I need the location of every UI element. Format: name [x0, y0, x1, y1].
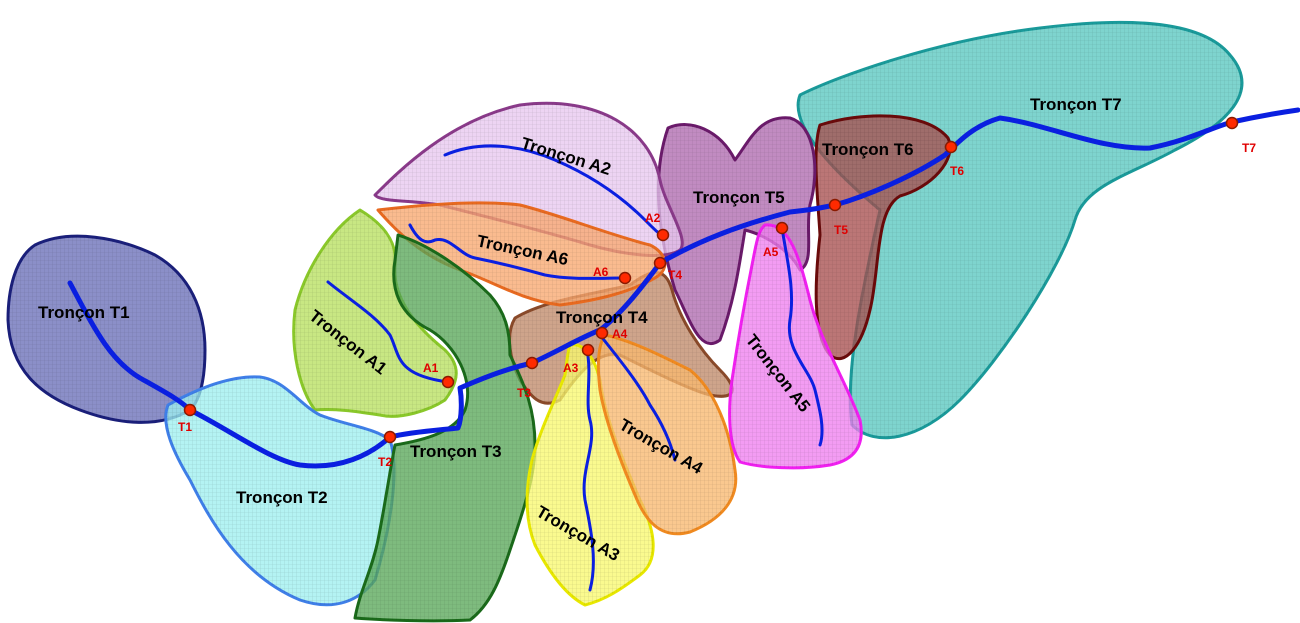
river-A1: [326, 280, 450, 384]
main-river: [67, 107, 1300, 469]
node-A1[interactable]: [441, 375, 455, 389]
zone-A5[interactable]: [728, 223, 863, 470]
river-A2: [443, 144, 665, 237]
point-label-T4: T4: [668, 268, 682, 282]
zone-T1[interactable]: [6, 234, 207, 424]
point-label-T2: T2: [378, 455, 392, 469]
point-label-T7: T7: [1242, 141, 1256, 155]
node-T2[interactable]: [383, 430, 397, 444]
point-label-T6: T6: [950, 164, 964, 178]
node-T1[interactable]: [183, 403, 197, 417]
node-T7[interactable]: [1225, 116, 1239, 130]
point-label-T1: T1: [178, 420, 192, 434]
node-A5[interactable]: [775, 221, 789, 235]
zone-A2[interactable]: [373, 101, 684, 257]
river-A3: [582, 348, 595, 592]
point-label-A2: A2: [645, 211, 661, 225]
river-A5: [780, 226, 824, 447]
zone-label-T2: Tronçon T2: [236, 488, 328, 507]
node-A4[interactable]: [595, 326, 609, 340]
zone-A3[interactable]: [525, 343, 655, 607]
node-A2[interactable]: [656, 228, 670, 242]
node-A6[interactable]: [618, 271, 632, 285]
river-A4: [598, 333, 677, 462]
river-network: [67, 107, 1300, 592]
zone-T3[interactable]: [353, 233, 537, 623]
point-label-A4: A4: [612, 327, 628, 341]
point-label-A1: A1: [423, 361, 439, 375]
node-T3[interactable]: [525, 356, 539, 370]
zone-T6[interactable]: [814, 114, 952, 361]
zone-label-T6: Tronçon T6: [822, 140, 914, 159]
point-label-layer: T1 T2 T3 T4 T5 T6 T7 A1 A2 A3 A4 A5 A6: [178, 141, 1256, 469]
node-A3[interactable]: [581, 343, 595, 357]
node-T6[interactable]: [944, 140, 958, 154]
point-label-T3: T3: [517, 386, 531, 400]
zone-label-T5: Tronçon T5: [693, 188, 785, 207]
zone-label-T4: Tronçon T4: [556, 308, 648, 327]
point-label-A5: A5: [763, 245, 779, 259]
point-label-A6: A6: [593, 265, 609, 279]
point-label-T5: T5: [834, 223, 848, 237]
node-T5[interactable]: [828, 198, 842, 212]
point-label-A3: A3: [563, 361, 579, 375]
zone-A1[interactable]: [292, 208, 458, 418]
node-layer: [183, 116, 1239, 444]
zone-label-T3: Tronçon T3: [410, 442, 502, 461]
zone-label-T7: Tronçon T7: [1030, 95, 1122, 114]
node-T4[interactable]: [653, 256, 667, 270]
river-A6: [408, 223, 627, 280]
zone-T2[interactable]: [164, 375, 396, 607]
zone-label-T1: Tronçon T1: [38, 303, 130, 322]
